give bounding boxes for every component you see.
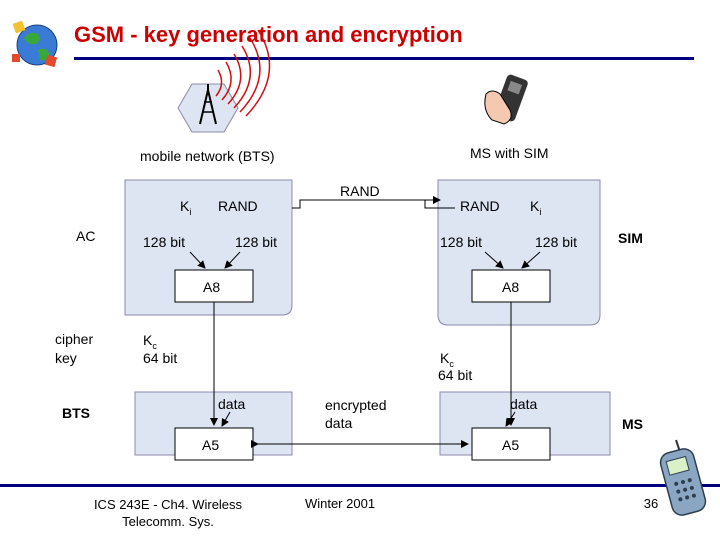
ac-side-label: AC — [76, 228, 96, 244]
sim-side-label: SIM — [618, 230, 643, 246]
ms-side-label: MS — [622, 416, 643, 432]
mobile-phone-hand-icon — [484, 74, 528, 125]
ms-with-sim-label: MS with SIM — [470, 145, 549, 161]
rand-to-a8-right — [484, 251, 504, 269]
a5-left-label: A5 — [202, 437, 220, 453]
rand-mid-label: RAND — [340, 183, 380, 199]
rand-line — [292, 199, 455, 209]
title-rule — [74, 57, 694, 60]
kc-left-label: Kc — [143, 332, 157, 351]
bit128-label-4: 128 bit — [535, 234, 578, 250]
kc-right-label: Kc — [440, 350, 454, 369]
bit128-label-1: 128 bit — [143, 234, 186, 250]
ki-to-a8-right — [521, 251, 541, 269]
a8-left-label: A8 — [203, 279, 221, 295]
a5-right-box — [471, 427, 551, 461]
a8-left-box — [174, 269, 254, 303]
footer-page-number: 36 — [643, 496, 659, 511]
bit128-label-3: 128 bit — [440, 234, 483, 250]
data-right-label: data — [510, 396, 538, 412]
bit128-label-2: 128 bit — [235, 234, 278, 250]
rand-right-label: RAND — [460, 198, 500, 214]
data-left-arrow — [221, 411, 231, 427]
kc-right-bits-label: 64 bit — [438, 367, 473, 383]
rand-left-label: RAND — [218, 198, 258, 214]
globe-icon — [12, 20, 58, 68]
footer-date: Winter 2001 — [304, 496, 376, 511]
data-right-arrow — [505, 411, 516, 427]
a5-right-label: A5 — [502, 437, 520, 453]
bts-side-label: BTS — [62, 405, 90, 421]
cipher-key-side-label: cipher key — [55, 331, 94, 366]
encrypted-data-label: encrypted data — [325, 397, 387, 431]
bts-network-label: mobile network (BTS) — [140, 148, 275, 164]
data-left-label: data — [218, 396, 246, 412]
rand-to-a8-left — [224, 251, 241, 269]
a5-left-box — [174, 427, 254, 461]
ki-to-a8-left — [189, 251, 206, 269]
page-title: GSM - key generation and encryption — [74, 22, 463, 47]
ki-right-label: Ki — [530, 198, 542, 217]
kc-left-bits-label: 64 bit — [143, 350, 178, 366]
cellphone-icon — [659, 439, 707, 516]
a8-right-label: A8 — [502, 279, 520, 295]
footer-course: ICS 243E - Ch4. Wireless Telecomm. Sys. — [93, 497, 243, 529]
footer-rule — [0, 484, 720, 487]
radio-tower-icon — [177, 29, 271, 133]
ki-left-label: Ki — [180, 198, 192, 217]
